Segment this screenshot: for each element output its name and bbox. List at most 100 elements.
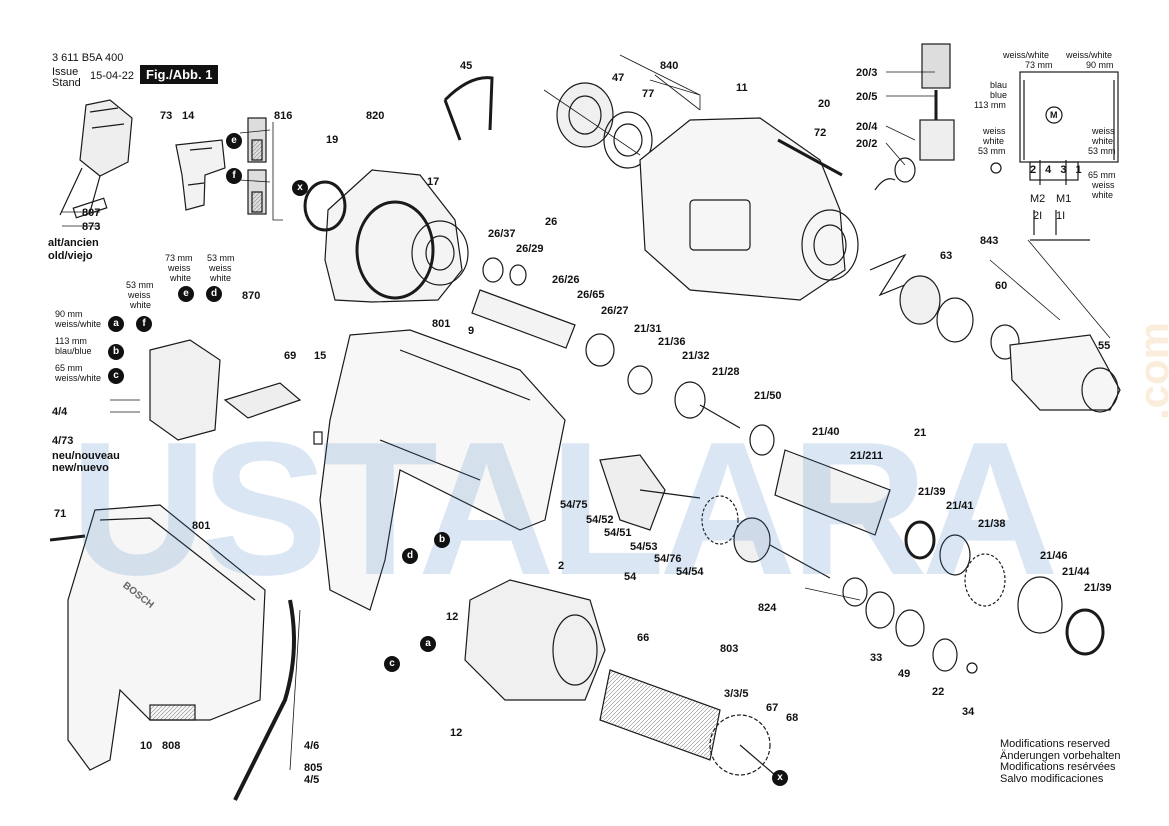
part-label: 21/28 xyxy=(712,366,740,378)
part-label: 10 xyxy=(140,740,153,752)
part-label: 54/54 xyxy=(676,566,704,578)
part-label: 12 xyxy=(450,727,463,739)
piston-assembly xyxy=(471,257,775,456)
note-line: Änderungen vorbehalten xyxy=(1000,749,1121,762)
callout-f: f xyxy=(226,168,242,184)
part-label: 21/39 xyxy=(918,486,946,498)
bearing-set xyxy=(865,591,978,674)
wire-color: weiss xyxy=(128,290,151,300)
part-label: 21/46 xyxy=(1040,550,1068,562)
handle-housing xyxy=(319,329,566,611)
wire-length: 65 mm xyxy=(55,363,83,373)
part-label: 66 xyxy=(637,632,650,644)
brush-kit-20 xyxy=(874,43,955,191)
part-label: 14 xyxy=(182,110,195,122)
gear-housing-part xyxy=(324,169,469,303)
callout-b: b xyxy=(108,344,124,360)
part-label: 26/37 xyxy=(488,228,516,240)
leader-lines xyxy=(62,54,1111,771)
part-label: 68 xyxy=(786,712,799,724)
part-label: 816 xyxy=(274,110,293,122)
wire-color: white xyxy=(1092,190,1114,200)
chuck-assembly xyxy=(869,253,1121,413)
part-label: 21/50 xyxy=(754,390,782,402)
part-label: 55 xyxy=(1098,340,1111,352)
callout-f: f xyxy=(136,316,152,332)
note-line: Salvo modificaciones xyxy=(1000,772,1104,785)
wire-length: 113 mm xyxy=(974,100,1006,110)
watermark-side: .com xyxy=(1130,321,1169,420)
callout-d: d xyxy=(206,286,222,302)
part-label: 54/76 xyxy=(654,553,682,565)
callout-b: b xyxy=(434,532,450,548)
issue-date: 15-04-22 xyxy=(90,70,135,82)
part-label: 69 xyxy=(284,350,297,362)
callout-c: c xyxy=(108,368,124,384)
figure-label: Fig./Abb. 1 xyxy=(140,65,219,84)
part-label: 11 xyxy=(736,82,748,94)
wire-color: weiss xyxy=(1092,180,1115,190)
part-label: 808 xyxy=(162,740,181,752)
new-label: neu/nouveau xyxy=(52,450,120,462)
part-label: 21/41 xyxy=(946,500,974,512)
part-label: 4/5 xyxy=(304,774,320,786)
part-label: 26 xyxy=(545,216,558,228)
callout-a: a xyxy=(108,316,124,332)
part-label: 843 xyxy=(980,235,999,247)
modifications-note: Modifications reserved Änderungen vorbeh… xyxy=(1000,738,1121,785)
part-label: 21/32 xyxy=(682,350,710,362)
old-label-2: old/viejo xyxy=(48,250,93,262)
part-label: 4/73 xyxy=(52,435,74,447)
main-housing xyxy=(639,117,859,301)
wire-color: weiss xyxy=(1092,126,1115,136)
part-label: 73 xyxy=(160,110,173,122)
new-label-2: new/nuevo xyxy=(52,462,109,474)
screw-71 xyxy=(49,534,86,542)
part-label: 72 xyxy=(814,127,827,139)
stator-field xyxy=(464,579,606,701)
terminal-m2: M2 xyxy=(1030,193,1046,205)
wire-length: 90 mm xyxy=(55,309,83,319)
part-label: 49 xyxy=(898,668,911,680)
part-label: 873 xyxy=(82,221,101,233)
part-label: 33 xyxy=(870,652,883,664)
wire-color: weiss/white xyxy=(1066,50,1113,60)
part-label: 840 xyxy=(660,60,679,72)
armature xyxy=(599,669,776,776)
part-label: 9 xyxy=(468,325,475,337)
terminal-pins: 2 4 3 1 xyxy=(1030,164,1085,176)
screw-72 xyxy=(777,138,843,177)
part-label: 45 xyxy=(460,60,473,72)
part-label: 3/3/5 xyxy=(724,688,749,700)
part-label: 21/40 xyxy=(812,426,840,438)
wire-color: weiss xyxy=(209,263,232,273)
part-label: 801 xyxy=(192,520,211,532)
part-label: 870 xyxy=(242,290,261,302)
wire-color: weiss/white xyxy=(55,373,102,383)
part-label: 20 xyxy=(818,98,831,110)
wire-color: blue xyxy=(990,90,1008,100)
part-label: 60 xyxy=(995,280,1008,292)
part-label: 20/4 xyxy=(856,121,878,133)
terminal-i2: 2I xyxy=(1033,210,1043,222)
motor-symbol: M xyxy=(1050,110,1058,120)
carbon-brushes xyxy=(247,117,267,215)
part-label: 21/31 xyxy=(634,323,662,335)
part-label: 19 xyxy=(326,134,339,146)
part-label: 22 xyxy=(932,686,945,698)
wire-length: 73 mm xyxy=(165,253,193,263)
callout-x: x xyxy=(292,180,308,196)
part-label: 71 xyxy=(54,508,67,520)
part-label: 21/36 xyxy=(658,336,686,348)
part-label: 4/6 xyxy=(304,740,320,752)
wire-color: weiss/white xyxy=(55,319,102,329)
part-label: 54/53 xyxy=(630,541,658,553)
part-label: 63 xyxy=(940,250,953,262)
watermark: USTALARA xyxy=(70,403,1059,615)
note-line: Modifications resérvées xyxy=(1000,761,1116,773)
wire-color: blau xyxy=(990,80,1008,90)
wire-length: 53 mm xyxy=(978,146,1006,156)
part-label: 805 xyxy=(304,762,323,774)
bearing-rings xyxy=(556,82,653,169)
